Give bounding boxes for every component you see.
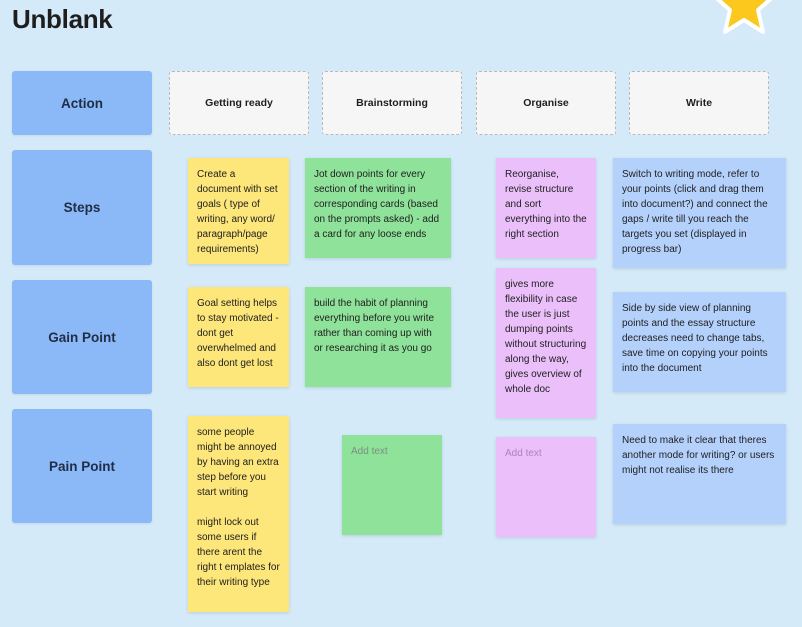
stage-label: Brainstorming — [356, 97, 428, 109]
row-label-text: Gain Point — [48, 329, 116, 345]
row-label-gain-point[interactable]: Gain Point — [12, 280, 152, 394]
sticky-note-pain-getting-ready[interactable]: some people might be annoyed by having a… — [188, 416, 289, 612]
stage-organise[interactable]: Organise — [476, 71, 616, 135]
note-placeholder: Add text — [505, 448, 542, 459]
row-label-action[interactable]: Action — [12, 71, 152, 135]
sticky-note-pain-organise[interactable]: Add text — [496, 437, 596, 537]
sticky-note-pain-write[interactable]: Need to make it clear that theres anothe… — [613, 424, 786, 524]
sticky-note-gain-brainstorming[interactable]: build the habit of planning everything b… — [305, 287, 451, 387]
sticky-note-steps-write[interactable]: Switch to writing mode, refer to your po… — [613, 158, 786, 268]
row-label-text: Action — [61, 95, 103, 111]
stage-brainstorming[interactable]: Brainstorming — [322, 71, 462, 135]
sticky-note-steps-organise[interactable]: Reorganise, revise structure and sort ev… — [496, 158, 596, 258]
row-label-text: Pain Point — [48, 458, 115, 474]
board-title: Unblank — [12, 4, 113, 34]
stage-label: Organise — [523, 97, 569, 109]
row-label-text: Steps — [63, 200, 101, 215]
sticky-note-steps-brainstorming[interactable]: Jot down points for every section of the… — [305, 158, 451, 258]
note-placeholder: Add text — [351, 446, 388, 457]
sticky-note-gain-getting-ready[interactable]: Goal setting helps to stay motivated - d… — [188, 287, 289, 387]
stage-label: Getting ready — [205, 97, 273, 109]
stage-write[interactable]: Write — [629, 71, 769, 135]
sticky-note-steps-getting-ready[interactable]: Create a document with set goals ( type … — [188, 158, 289, 264]
stage-label: Write — [685, 97, 713, 109]
sticky-note-gain-write[interactable]: Side by side view of planning points and… — [613, 292, 786, 392]
star-icon[interactable] — [706, 0, 778, 44]
sticky-note-pain-brainstorming[interactable]: Add text — [342, 435, 442, 535]
stage-getting-ready[interactable]: Getting ready — [169, 71, 309, 135]
sticky-note-gain-organise[interactable]: gives more flexibility in case the user … — [496, 268, 596, 418]
row-label-pain-point[interactable]: Pain Point — [12, 409, 152, 523]
row-label-steps[interactable]: Steps — [12, 150, 152, 265]
